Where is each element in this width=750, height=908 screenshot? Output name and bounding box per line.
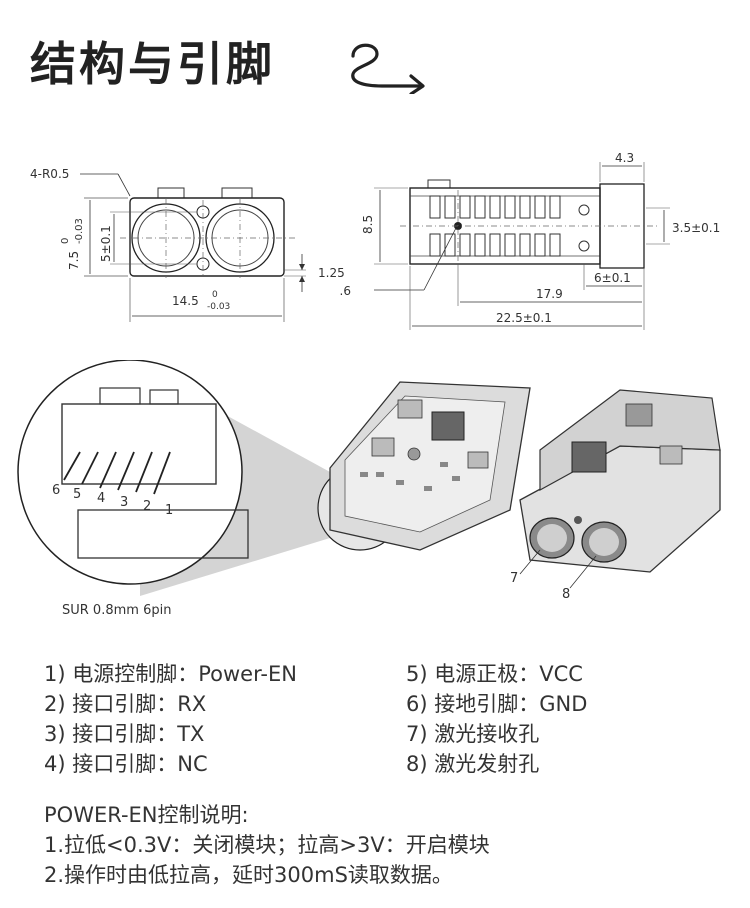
height-label: 7.5 bbox=[67, 251, 81, 270]
pin-item-6: 6) 接地引脚：GND bbox=[406, 692, 588, 716]
total-dim-label: 22.5±0.1 bbox=[496, 311, 552, 325]
module-front-view bbox=[519, 389, 721, 573]
pin-number-1: 1 bbox=[165, 503, 173, 518]
height-tol-upper: 0 bbox=[60, 238, 71, 244]
hole-dim-label: φ0.6 bbox=[340, 284, 351, 298]
pin-number-4: 4 bbox=[97, 491, 105, 506]
pin-list-left: 1) 电源控制脚：Power-EN 2) 接口引脚：RX 3) 接口引脚：TX … bbox=[44, 659, 297, 779]
width-label: 14.5 bbox=[172, 294, 199, 308]
pin-number-3: 3 bbox=[120, 495, 128, 510]
bottom-contact-row bbox=[429, 233, 561, 257]
pin-list-right: 5) 电源正极：VCC 6) 接地引脚：GND 7) 激光接收孔 8) 激光发射… bbox=[406, 659, 587, 779]
pin-number-6: 6 bbox=[52, 483, 60, 498]
pin-number-2: 2 bbox=[143, 499, 151, 514]
top-contact-row bbox=[429, 195, 561, 219]
page-title: 结构与引脚 bbox=[30, 37, 275, 91]
top-dim-label: 4.3 bbox=[615, 151, 634, 165]
notes-heading: POWER-EN控制说明: bbox=[44, 803, 249, 827]
pin-item-2: 2) 接口引脚：RX bbox=[44, 692, 207, 716]
thickness-label: 1.25 bbox=[318, 266, 345, 280]
height-tol-lower: -0.03 bbox=[74, 218, 85, 244]
pin-item-3: 3) 接口引脚：TX bbox=[44, 722, 205, 746]
mid-dim-label: 17.9 bbox=[536, 287, 563, 301]
pin-item-8: 8) 激光发射孔 bbox=[406, 752, 540, 776]
front-view-drawing: 4-R0.5 7.5 0 -0.03 5±0.1 1.25 14.5 0 -0.… bbox=[30, 167, 345, 322]
connector-spec-label: SUR 0.8mm 6pin bbox=[62, 603, 172, 618]
side-view-drawing: 4.3 8.5 3.5±0.1 φ0.6 6±0.1 17.9 22.5±0.1 bbox=[340, 151, 720, 330]
pin-item-5: 5) 电源正极：VCC bbox=[406, 662, 583, 686]
pin-item-7: 7) 激光接收孔 bbox=[406, 722, 540, 746]
pin-item-1: 1) 电源控制脚：Power-EN bbox=[44, 662, 297, 686]
front-body-outline bbox=[129, 197, 285, 277]
spacing-label: 5±0.1 bbox=[99, 225, 113, 262]
height-dim-label: 8.5 bbox=[361, 215, 375, 234]
inner-dim-label: 6±0.1 bbox=[594, 271, 631, 285]
notes-line-1: 1.拉低<0.3V：关闭模块；拉高>3V：开启模块 bbox=[44, 833, 490, 857]
width-tol-lower: -0.03 bbox=[207, 302, 230, 312]
power-en-notes: POWER-EN控制说明: 1.拉低<0.3V：关闭模块；拉高>3V：开启模块 … bbox=[44, 800, 490, 890]
connector-module-illustration: 6 5 4 3 2 1 7 8 bbox=[17, 360, 721, 600]
notes-line-2: 2.操作时由低拉高，延时300mS读取数据。 bbox=[44, 863, 453, 887]
callout-receive-hole: 7 bbox=[510, 571, 518, 586]
curly-arrow-icon bbox=[351, 43, 425, 94]
callout-emit-hole: 8 bbox=[562, 587, 570, 600]
module-rear-view bbox=[329, 381, 531, 551]
right-dim-label: 3.5±0.1 bbox=[672, 221, 720, 235]
width-tol-upper: 0 bbox=[212, 290, 218, 300]
pin-item-4: 4) 接口引脚：NC bbox=[44, 752, 208, 776]
connector-zoom-circle bbox=[17, 360, 243, 585]
pin-number-5: 5 bbox=[73, 487, 81, 502]
radius-label: 4-R0.5 bbox=[30, 167, 69, 181]
